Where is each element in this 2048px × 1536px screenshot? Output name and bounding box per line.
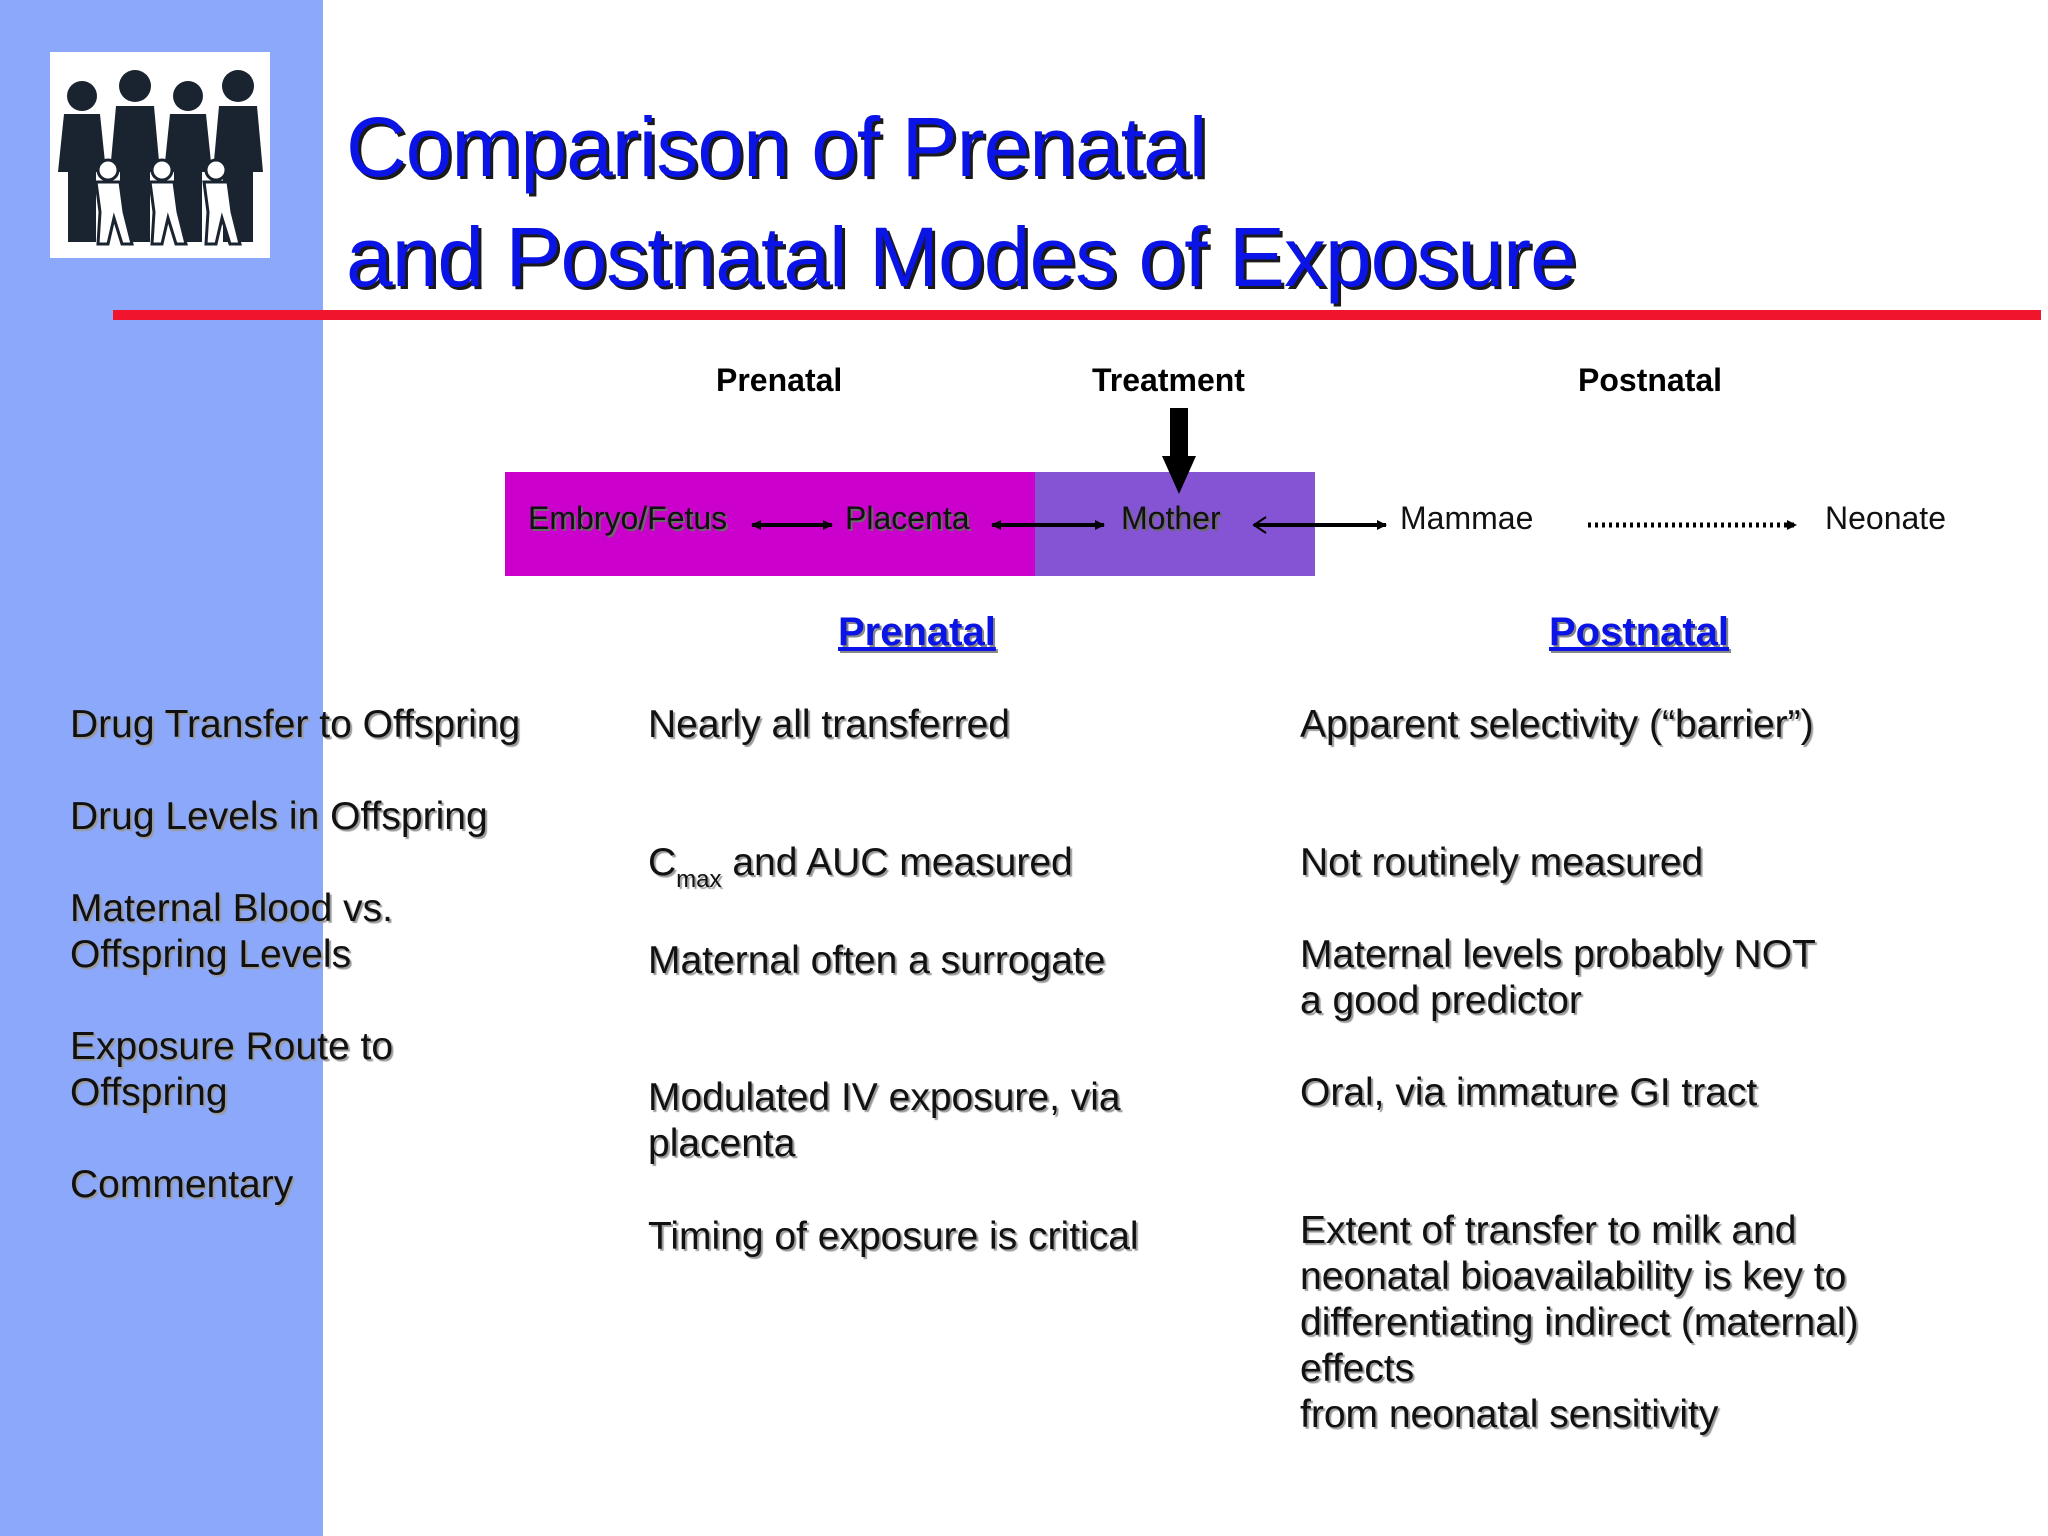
row-label-levels: Drug Levels in Offspring (70, 795, 488, 838)
prenatal-maternal: Maternal often a surrogate (648, 939, 1106, 982)
title-line-2: and Postnatal Modes of Exposure (346, 210, 1577, 304)
double-arrow-icon (1252, 516, 1387, 534)
column-header-postnatal: Postnatal (1549, 610, 1730, 654)
stage-label-postnatal: Postnatal (1578, 362, 1723, 398)
node-embryo-fetus: Embryo/Fetus (528, 500, 728, 536)
title-line-1: Comparison of Prenatal (346, 100, 1207, 194)
row-label-route: Exposure Route to Offspring (70, 1025, 394, 1114)
stage-label-prenatal: Prenatal (716, 362, 843, 398)
postnatal-maternal: Maternal levels probably NOT a good pred… (1300, 933, 1816, 1022)
row-label-maternal: Maternal Blood vs. Offspring Levels (70, 887, 393, 976)
postnatal-commentary: Extent of transfer to milk and neonatal … (1300, 1209, 1859, 1436)
prenatal-transfer: Nearly all transferred (648, 703, 1010, 746)
diagram-arrows (751, 408, 1797, 534)
family-figures-icon (58, 70, 263, 246)
treatment-arrow-icon (1162, 408, 1196, 494)
stage-label-treatment: Treatment (1092, 362, 1245, 398)
row-label-transfer: Drug Transfer to Offspring (70, 703, 521, 746)
prenatal-route: Modulated IV exposure, via placenta (648, 1076, 1121, 1165)
slide-title: Comparison of Prenatal and Postnatal Mod… (346, 92, 1577, 312)
postnatal-levels: Not routinely measured (1300, 841, 1704, 884)
column-header-prenatal: Prenatal (838, 610, 996, 654)
node-mammae: Mammae (1400, 500, 1534, 536)
node-placenta: Placenta (845, 500, 970, 536)
title-divider (113, 310, 2041, 320)
postnatal-transfer: Apparent selectivity (“barrier”) (1300, 703, 1814, 746)
node-mother: Mother (1121, 500, 1221, 536)
postnatal-route: Oral, via immature GI tract (1300, 1071, 1758, 1114)
row-label-commentary: Commentary (70, 1163, 294, 1206)
logo (50, 52, 270, 258)
prenatal-commentary: Timing of exposure is critical (648, 1215, 1139, 1258)
prenatal-levels: Cmax and AUC measured (648, 841, 1073, 893)
node-neonate: Neonate (1825, 500, 1946, 536)
